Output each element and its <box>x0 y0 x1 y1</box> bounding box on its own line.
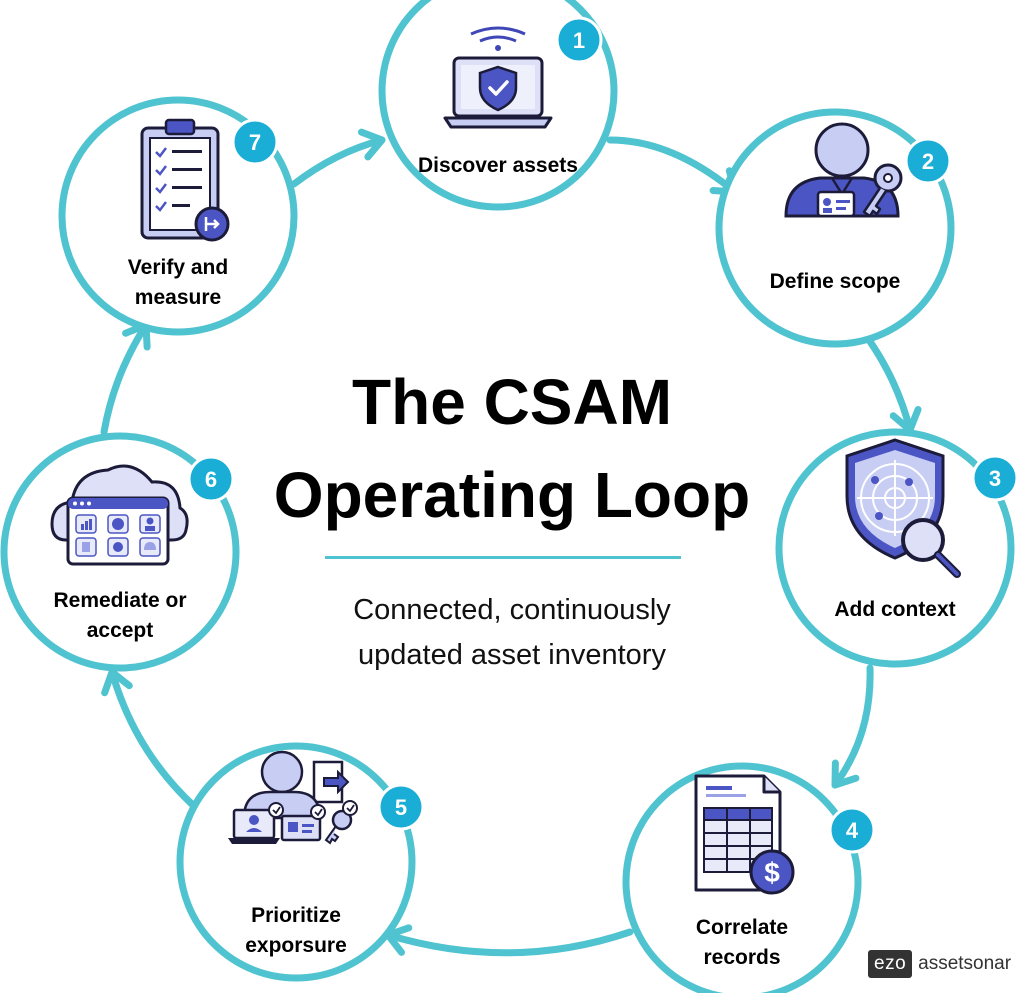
step-badge-2 <box>904 137 952 185</box>
step-number-3: 3 <box>989 466 1001 491</box>
step-badge-5 <box>377 783 425 831</box>
step-label-6-line-2: accept <box>87 619 154 642</box>
connector-arrowhead-5 <box>101 668 133 697</box>
connector-arc-5 <box>108 668 200 812</box>
step-number-6: 6 <box>205 467 217 492</box>
step-node-1: Discover assets 1 <box>378 0 618 211</box>
step-node-5: Prioritize exporsure 5 <box>176 742 425 982</box>
connector-arc-4 <box>384 928 634 957</box>
step-label-7-line-2: measure <box>135 286 221 309</box>
connector-arc-7 <box>290 136 386 188</box>
connector-arc-3 <box>831 664 874 789</box>
brand-logo-box: ezo <box>868 950 913 978</box>
title-divider <box>325 556 681 559</box>
step-node-4: Correlate records 4 <box>622 762 876 993</box>
spreadsheet-dollar-icon <box>694 774 795 895</box>
step-label-3-line-1: Add context <box>834 598 955 621</box>
step-node-6: Remediate or accept 6 <box>0 432 240 672</box>
step-number-5: 5 <box>395 795 407 820</box>
step-badge-1 <box>555 16 603 64</box>
step-badge-3 <box>971 454 1019 502</box>
step-node-3: Add context 3 <box>775 428 1019 668</box>
subtitle-line-1: Connected, continuously <box>353 594 671 626</box>
diagram-title-line-2: Operating Loop <box>273 459 751 531</box>
brand-logo: ezo assetsonar <box>868 948 1011 980</box>
step-node-7: Verify and measure 7 <box>58 96 298 336</box>
connector-arrowhead-7 <box>357 128 386 161</box>
connector-arc-2 <box>865 336 914 434</box>
step-number-1: 1 <box>573 28 585 53</box>
step-label-2-line-1: Define scope <box>770 270 901 293</box>
diagram-title-line-1: The CSAM <box>352 366 672 438</box>
brand-logo-text: assetsonar <box>918 953 1012 974</box>
connector-arc-1 <box>606 136 739 196</box>
step-label-5-line-2: exporsure <box>245 934 347 957</box>
step-badge-6 <box>187 455 235 503</box>
step-label-7-line-1: Verify and <box>128 256 228 279</box>
step-label-5-line-1: Prioritize <box>251 904 341 927</box>
step-badge-4 <box>828 806 876 854</box>
subtitle-line-2: updated asset inventory <box>358 639 666 671</box>
step-label-6-line-1: Remediate or <box>53 589 186 612</box>
step-number-7: 7 <box>249 130 261 155</box>
step-label-4-line-2: records <box>703 946 780 969</box>
step-badge-7 <box>231 118 279 166</box>
step-label-4-line-1: Correlate <box>696 916 788 939</box>
step-number-4: 4 <box>846 818 859 843</box>
step-label-1-line-1: Discover assets <box>418 154 578 177</box>
connector-arc-6 <box>100 321 150 436</box>
connector-arrowhead-3 <box>831 759 860 789</box>
step-node-2: Define scope 2 <box>715 108 955 348</box>
clipboard-checklist-icon <box>140 118 230 242</box>
step-number-2: 2 <box>922 149 934 174</box>
